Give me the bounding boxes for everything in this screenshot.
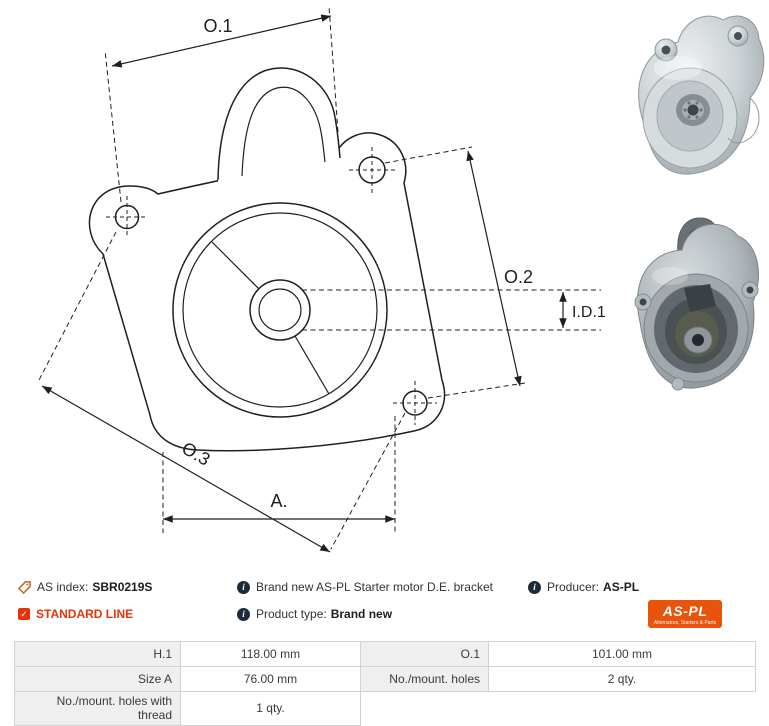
- bracket-outline: [88, 67, 446, 452]
- technical-drawing: O.1 O.2 I.D.1 O.3 A.: [37, 5, 606, 553]
- radial-line-lower: [294, 335, 330, 395]
- photo2-boss: [671, 377, 685, 391]
- as-index-value: SBR0219S: [92, 580, 153, 594]
- info-icon[interactable]: i: [237, 607, 250, 621]
- standard-line-badge: ✓ STANDARD LINE: [18, 607, 133, 621]
- info-icon[interactable]: i: [237, 580, 250, 594]
- dim-line-o1: [111, 14, 332, 68]
- dim-label-o1: O.1: [203, 16, 232, 36]
- spec-value: 2 qty.: [488, 666, 756, 692]
- spec-value: 76.00 mm: [180, 666, 361, 692]
- specs-table: H.1 118.00 mm O.1 101.00 mm Size A 76.00…: [14, 641, 756, 726]
- spec-row: No./mount. holes with thread 1 qty.: [14, 691, 756, 726]
- spec-label: H.1: [14, 641, 181, 667]
- dim-label-o2: O.2: [504, 267, 533, 287]
- tag-icon: [18, 580, 31, 594]
- product-photo-front: [638, 15, 765, 175]
- hub-outer-circle: [249, 279, 311, 341]
- spec-label: O.1: [360, 641, 489, 667]
- info-icon[interactable]: i: [528, 580, 541, 594]
- product-description: i Brand new AS-PL Starter motor D.E. bra…: [237, 580, 493, 594]
- photo2-shaft-hole: [692, 334, 704, 346]
- producer-value: AS-PL: [603, 580, 640, 594]
- hub-inner-circle: [258, 288, 302, 332]
- spec-empty-cell: [360, 691, 489, 726]
- photo1-rim: [727, 97, 760, 144]
- spec-value: 101.00 mm: [488, 641, 756, 667]
- photo1-shaft-hole: [687, 104, 699, 116]
- tab-inner-arch: [241, 86, 326, 177]
- spec-value: 118.00 mm: [180, 641, 361, 667]
- spec-label: No./mount. holes with thread: [14, 691, 181, 726]
- photo1-ear-left-hole: [661, 45, 671, 55]
- producer: i Producer: AS-PL: [528, 580, 639, 594]
- dim-line-o3: [41, 385, 331, 553]
- radial-line-upper: [211, 241, 260, 290]
- spec-label: Size A: [14, 666, 181, 692]
- hole-crosshairs: [106, 147, 437, 425]
- product-photos: [626, 6, 767, 418]
- dim-label-id1: I.D.1: [572, 304, 606, 321]
- spec-label: No./mount. holes: [360, 666, 489, 692]
- tab-outline: [217, 67, 341, 181]
- as-pl-logo[interactable]: AS-PL Alternators, Starters & Parts: [648, 600, 722, 628]
- check-icon: ✓: [18, 608, 30, 620]
- description-text: Brand new AS-PL Starter motor D.E. brack…: [256, 580, 493, 594]
- photo1-splines: [683, 101, 703, 119]
- dim-label-a: A.: [270, 491, 287, 511]
- photo2-inner-lever: [684, 284, 716, 312]
- tab-mask: [218, 67, 340, 186]
- logo-tagline: Alternators, Starters & Parts: [653, 620, 717, 626]
- photo1-ear-right-hole: [734, 32, 742, 40]
- product-type-label: Product type:: [256, 607, 327, 621]
- product-info-bar: AS index: SBR0219S i Brand new AS-PL Sta…: [0, 572, 769, 638]
- photo2-ear-left-hole: [639, 298, 647, 306]
- as-index-label: AS index:: [37, 580, 89, 594]
- dim-line-o2: [466, 150, 522, 387]
- standard-line-label: STANDARD LINE: [36, 607, 134, 621]
- photo1-highlight: [654, 56, 702, 80]
- photo2-highlight: [652, 267, 688, 285]
- producer-label: Producer:: [547, 580, 600, 594]
- as-index: AS index: SBR0219S: [18, 580, 152, 594]
- product-photo-open-side: [634, 217, 759, 391]
- product-type-value: Brand new: [330, 607, 393, 621]
- photo2-ear-right-hole: [746, 286, 754, 294]
- spec-value: 1 qty.: [180, 691, 361, 726]
- spec-row: H.1 118.00 mm O.1 101.00 mm: [14, 641, 756, 667]
- spec-row: Size A 76.00 mm No./mount. holes 2 qty.: [14, 666, 756, 692]
- product-type: i Product type: Brand new: [237, 607, 392, 621]
- logo-text: AS-PL: [662, 603, 708, 619]
- spec-empty-cell: [488, 691, 756, 726]
